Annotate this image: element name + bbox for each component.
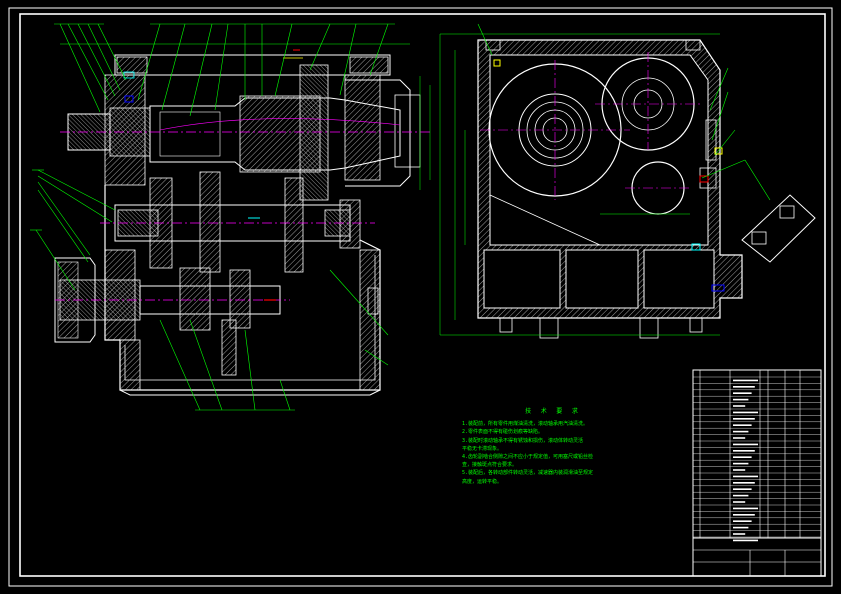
technical-note-line: 平稳无卡滞现象。 [462, 445, 503, 452]
leader-lines-left [35, 23, 389, 411]
technical-note-line: 3.装配时滚动轴承不得有锈蚀和损伤，滚动体转动灵活 [462, 437, 584, 444]
technical-notes-body: 1.装配前，所有零件用煤油清洗，滚动轴承用汽油清洗。2.零件表面不得有碰伤划痕等… [462, 420, 644, 486]
sectional-view [54, 43, 431, 396]
leader-lines-right [477, 23, 771, 201]
inner-border [19, 13, 826, 577]
balloon-ticks-left [30, 23, 395, 411]
technical-note-line: 5.装配后，各转动部件转动灵活，减速器内装润滑油至规定 [462, 470, 594, 477]
technical-notes: 技 术 要 求 1.装配前，所有零件用煤油清洗，滚动轴承用汽油清洗。2.零件表面… [462, 408, 644, 486]
technical-note-line: 2.零件表面不得有碰伤划痕等缺陷。 [462, 429, 544, 436]
parts-list-entries [733, 379, 758, 542]
technical-note-line: 1.装配前，所有零件用煤油清洗，滚动轴承用汽油清洗。 [462, 421, 589, 428]
technical-note-line: 4.齿轮副啮合侧隙之间不应小于规定值，可用塞尺或铅丝检 [462, 454, 594, 461]
technical-note-line: 查，接触斑点符合要求。 [462, 462, 518, 469]
technical-notes-title: 技 术 要 求 [525, 408, 581, 415]
side-view [439, 33, 816, 339]
parts-list-rows [693, 376, 821, 538]
outer-border [8, 7, 833, 587]
technical-note-line: 高度，运转平稳。 [462, 478, 503, 485]
